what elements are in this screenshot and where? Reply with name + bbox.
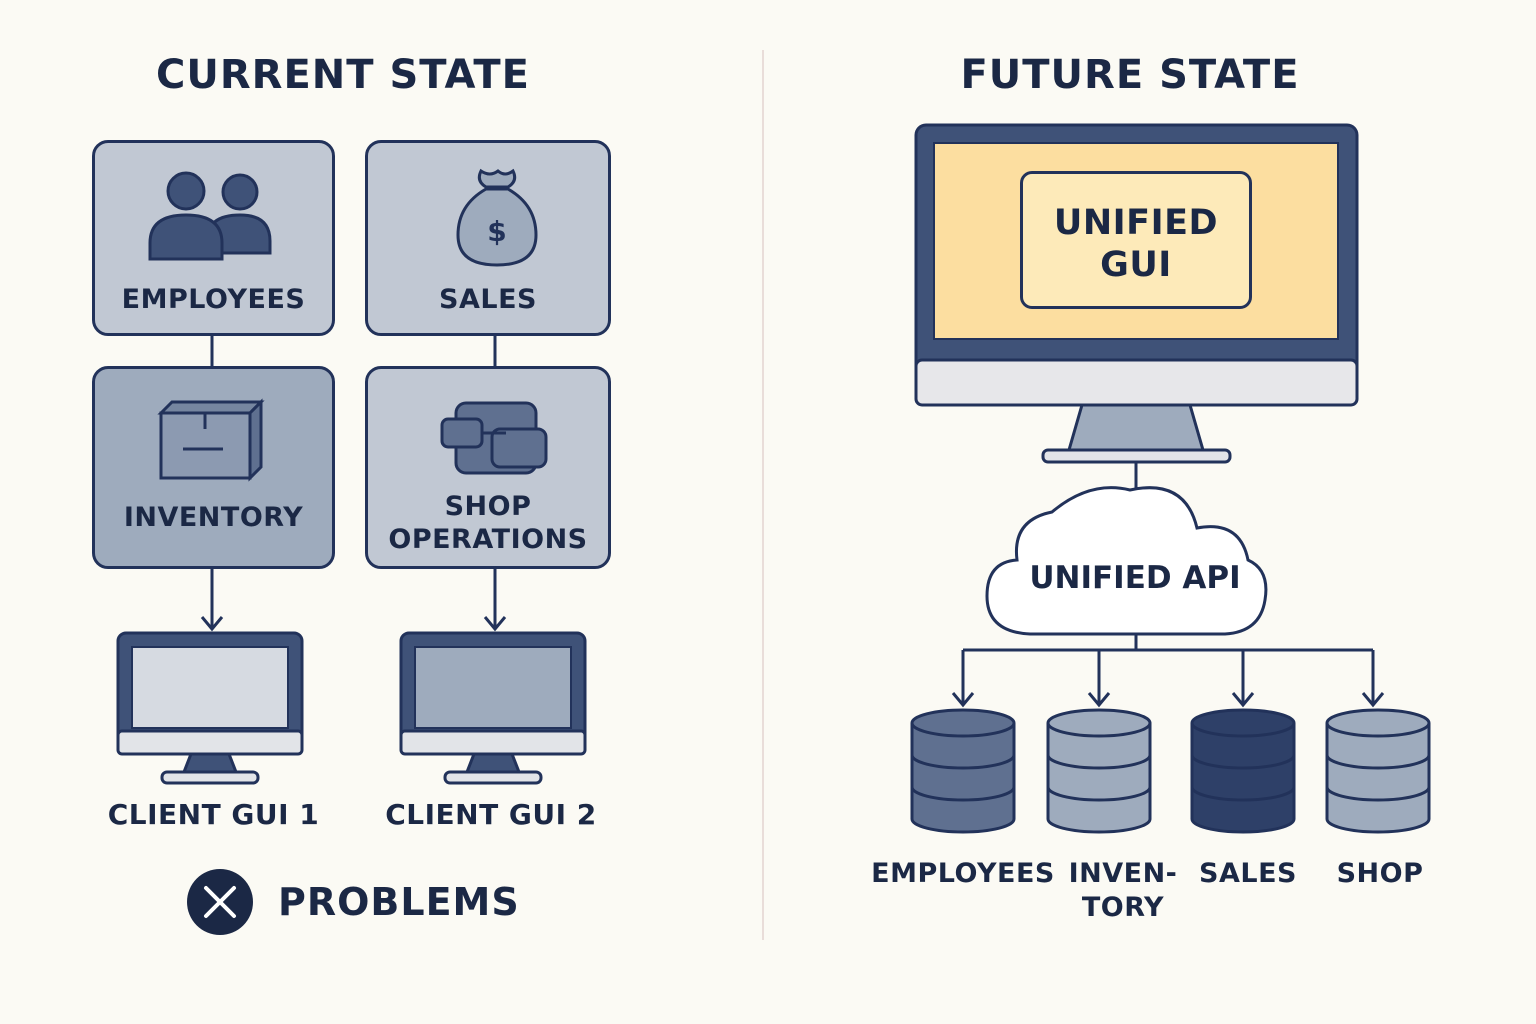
sales-box: $ SALES [365,140,611,336]
shop-operations-box: SHOP OPERATIONS [365,366,611,569]
employees-box: EMPLOYEES [92,140,335,336]
db-sales-label: SALES [1199,858,1297,889]
sales-label: SALES [439,284,537,315]
client-gui-2-label: CLIENT GUI 2 [385,798,597,831]
db-inventory-label-line2: TORY [1081,892,1165,923]
current-state-title: CURRENT STATE [156,52,530,98]
future-state-title: FUTURE STATE [960,52,1300,98]
unified-gui-line2: GUI [1100,245,1172,285]
unified-gui-line1: UNIFIED [1053,203,1219,243]
dollar-symbol: $ [487,215,507,248]
unified-gui-panel: UNIFIED GUI [1020,171,1252,309]
client-gui-1-label: CLIENT GUI 1 [107,798,320,831]
inventory-label: INVENTORY [123,502,304,533]
shop-label-line2: OPERATIONS [388,524,588,555]
problems-indicator: PROBLEMS [186,868,546,936]
section-divider [762,50,764,940]
employees-label: EMPLOYEES [121,284,306,315]
shop-label-line1: SHOP [444,491,532,522]
problems-label: PROBLEMS [278,880,520,924]
inventory-box: INVENTORY [92,366,335,569]
db-employees-label: EMPLOYEES [871,858,1055,889]
db-inventory-label-line1: INVEN- [1068,858,1178,889]
unified-api-label: UNIFIED API [1029,560,1241,596]
db-shop-label: SHOP [1336,858,1424,889]
